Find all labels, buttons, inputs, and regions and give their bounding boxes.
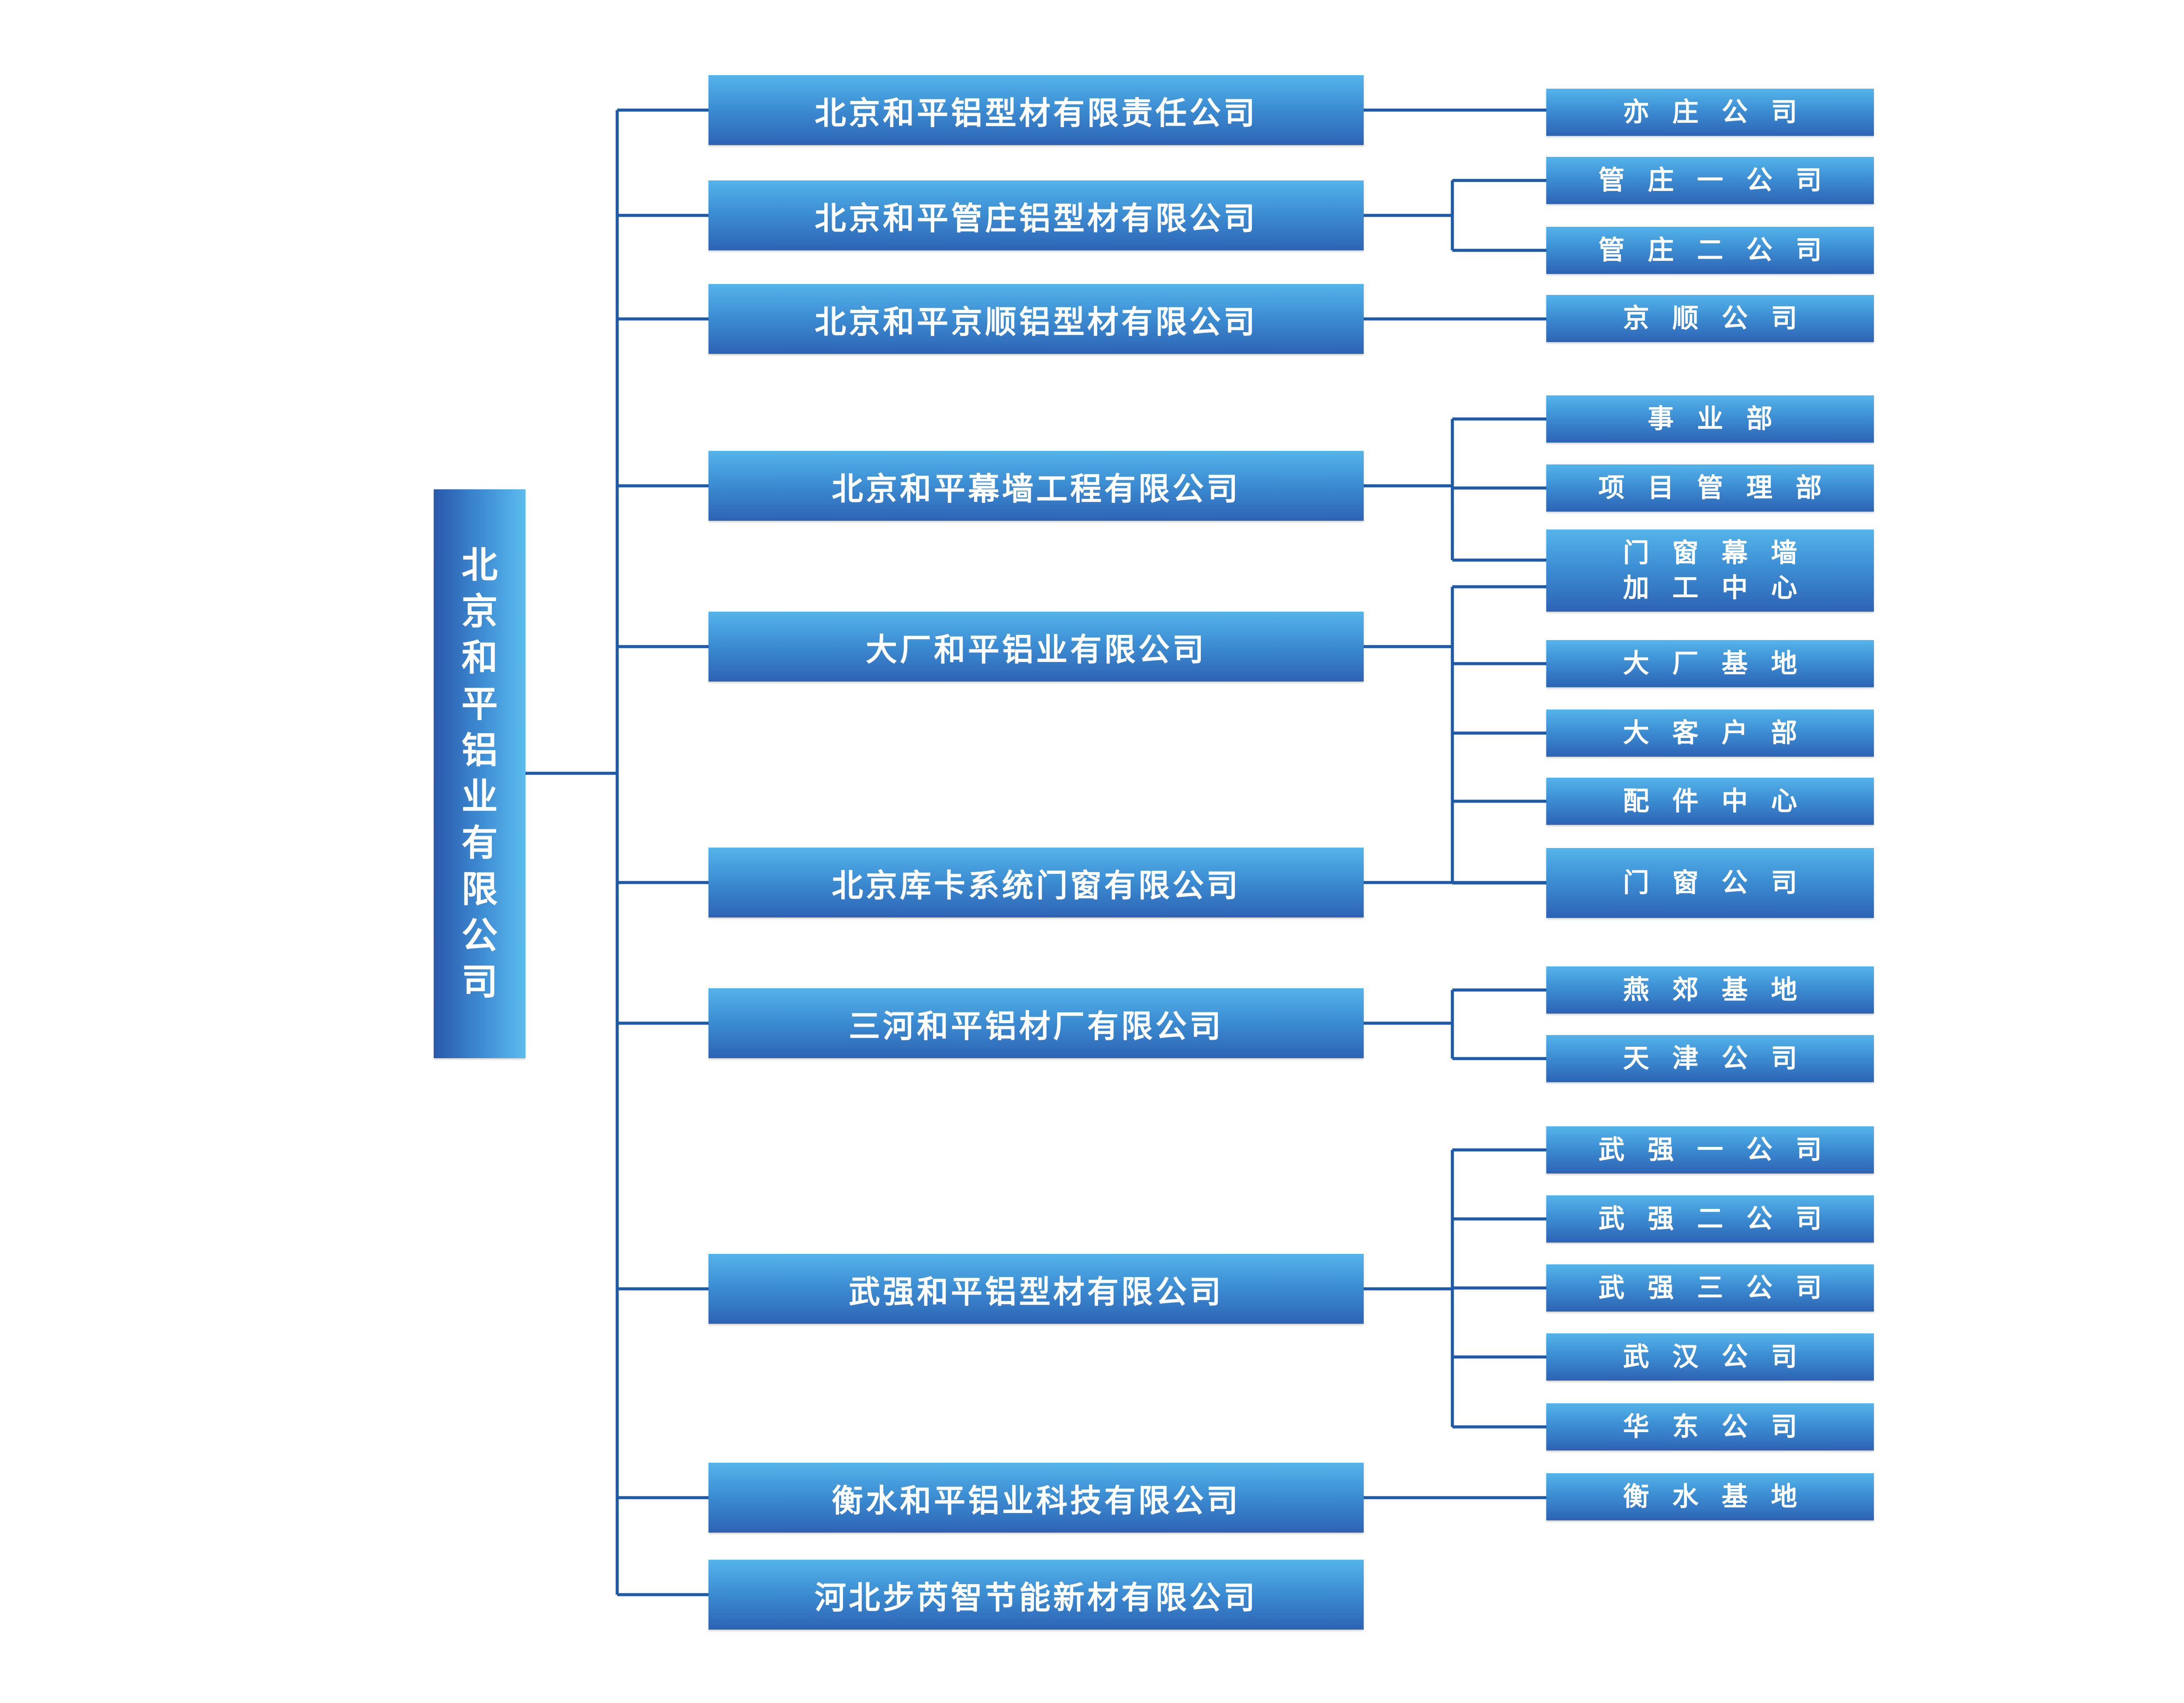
subsidiary-label: 大厂和平铝业有限公司: [865, 631, 1206, 668]
subsidiary-box: 北京库卡系统门窗有限公司: [708, 848, 1364, 917]
root-company-label: 北京和平铝业有限公司: [462, 542, 498, 1005]
subsidiary-box: 武强和平铝型材有限公司: [708, 1254, 1364, 1324]
root-label-char: 北: [461, 544, 498, 586]
subsidiary-label: 北京和平京顺铝型材有限公司: [814, 303, 1258, 340]
branch-label: 项 目 管 理 部: [1598, 473, 1829, 503]
branch-label: 大 厂 基 地: [1623, 648, 1804, 679]
subsidiary-label: 北京库卡系统门窗有限公司: [831, 867, 1241, 904]
root-label-char: 京: [461, 590, 498, 633]
branch-box: 京 顺 公 司: [1546, 295, 1874, 342]
branch-label: 门 窗 公 司: [1623, 868, 1804, 898]
subsidiary-label: 河北步芮智节能新材有限公司: [814, 1579, 1258, 1616]
branch-box: 管 庄 一 公 司: [1546, 157, 1874, 204]
subsidiary-label: 衡水和平铝业科技有限公司: [831, 1482, 1241, 1519]
branch-box: 项 目 管 理 部: [1546, 464, 1874, 512]
branch-box: 亦 庄 公 司: [1546, 89, 1874, 136]
root-label-char: 公: [461, 914, 498, 957]
subsidiary-box: 大厂和平铝业有限公司: [708, 612, 1364, 682]
branch-label: 武 汉 公 司: [1623, 1342, 1804, 1372]
branch-box: 衡 水 基 地: [1546, 1473, 1874, 1520]
root-label-char: 有: [461, 822, 498, 864]
branch-box: 华 东 公 司: [1546, 1403, 1874, 1450]
branch-box: 配 件 中 心: [1546, 778, 1874, 825]
branch-label: 华 东 公 司: [1623, 1412, 1804, 1442]
branch-box: 武 强 三 公 司: [1546, 1264, 1874, 1312]
subsidiary-box: 北京和平管庄铝型材有限公司: [708, 180, 1364, 250]
branch-box: 大 客 户 部: [1546, 710, 1874, 757]
subsidiary-label: 北京和平铝型材有限责任公司: [814, 94, 1258, 132]
branch-box: 武 强 一 公 司: [1546, 1126, 1874, 1173]
branch-label: 管 庄 二 公 司: [1598, 235, 1829, 266]
subsidiary-box: 河北步芮智节能新材有限公司: [708, 1560, 1364, 1630]
branch-label: 武 强 一 公 司: [1598, 1135, 1829, 1165]
subsidiary-box: 三河和平铝材厂有限公司: [708, 988, 1364, 1058]
subsidiary-box: 北京和平铝型材有限责任公司: [708, 75, 1364, 145]
branch-label: 衡 水 基 地: [1623, 1481, 1804, 1512]
branch-label: 武 强 三 公 司: [1598, 1273, 1829, 1303]
branch-label: 事 业 部: [1648, 404, 1780, 434]
subsidiary-label: 三河和平铝材厂有限公司: [848, 1007, 1223, 1045]
root-label-char: 限: [461, 868, 498, 910]
branch-label: 亦 庄 公 司: [1623, 97, 1804, 128]
subsidiary-label: 北京和平管庄铝型材有限公司: [814, 200, 1258, 237]
root-company: 北京和平铝业有限公司: [434, 489, 525, 1058]
branch-box: 门 窗 公 司: [1546, 848, 1874, 918]
subsidiary-box: 衡水和平铝业科技有限公司: [708, 1463, 1364, 1533]
branch-label: 配 件 中 心: [1623, 786, 1804, 817]
branch-label: 天 津 公 司: [1623, 1043, 1804, 1074]
subsidiary-label: 武强和平铝型材有限公司: [848, 1273, 1223, 1310]
root-label-char: 铝: [461, 729, 498, 772]
branch-box: 燕 郊 基 地: [1546, 966, 1874, 1014]
branch-box: 武 强 二 公 司: [1546, 1195, 1874, 1243]
subsidiary-box: 北京和平京顺铝型材有限公司: [708, 284, 1364, 354]
root-label-char: 和: [461, 637, 498, 679]
root-label-char: 平: [461, 683, 498, 725]
branch-box: 管 庄 二 公 司: [1546, 227, 1874, 274]
subsidiary-box: 北京和平幕墙工程有限公司: [708, 451, 1364, 521]
branch-label: 大 客 户 部: [1623, 718, 1804, 748]
branch-box: 武 汉 公 司: [1546, 1333, 1874, 1381]
branch-label: 管 庄 一 公 司: [1598, 165, 1829, 196]
branch-box: 大 厂 基 地: [1546, 640, 1874, 687]
root-label-char: 业: [461, 775, 498, 818]
branch-label: 门 窗 幕 墙 加 工 中 心: [1623, 538, 1804, 603]
branch-label: 燕 郊 基 地: [1623, 975, 1804, 1005]
branch-box: 事 业 部: [1546, 395, 1874, 443]
branch-label: 武 强 二 公 司: [1598, 1204, 1829, 1234]
branch-box: 天 津 公 司: [1546, 1035, 1874, 1082]
subsidiary-label: 北京和平幕墙工程有限公司: [831, 470, 1241, 507]
root-label-char: 司: [461, 961, 498, 1003]
branch-box: 门 窗 幕 墙 加 工 中 心: [1546, 530, 1874, 612]
branch-label: 京 顺 公 司: [1623, 303, 1804, 334]
